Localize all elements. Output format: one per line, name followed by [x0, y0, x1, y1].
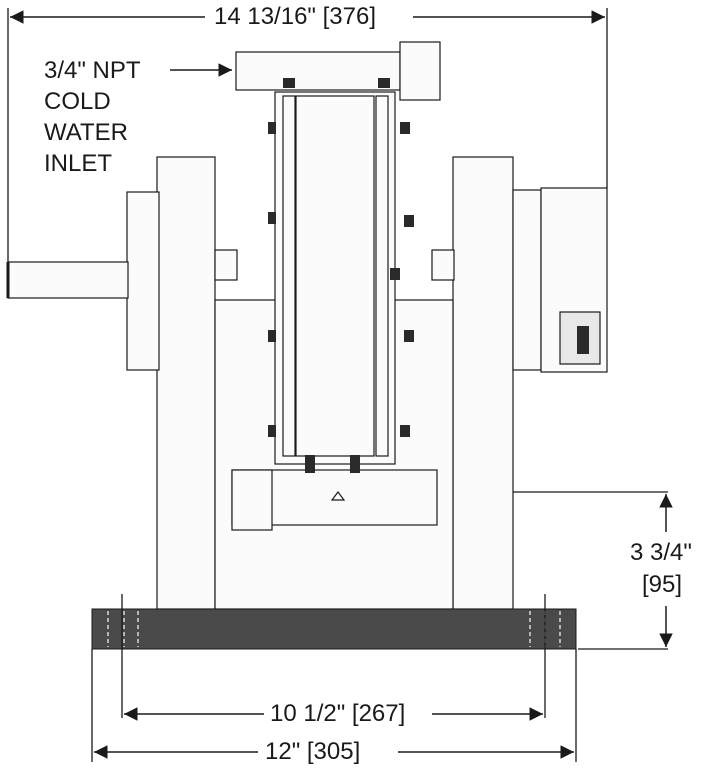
inlet-callout-line-3: WATER [44, 119, 128, 146]
inlet-callout-line-4: INLET [44, 150, 113, 177]
base-height-label-line-2: [95] [642, 570, 683, 600]
left-bearing-housing [126, 191, 160, 371]
right-pedestal [452, 156, 514, 610]
inlet-callout: 3/4" NPT COLD WATER INLET [44, 55, 141, 179]
inlet-pipe [235, 51, 401, 91]
left-pedestal [156, 156, 216, 610]
overall-width-label: 14 13/16" [376] [214, 2, 376, 32]
pump-core [295, 95, 375, 457]
right-bearing-housing [512, 189, 542, 371]
right-coupling [431, 249, 455, 281]
base-height-label-line-1: 3 3/4" [630, 538, 692, 568]
base-width-label: 12" [305] [265, 737, 361, 767]
mount-spacing-label: 10 1/2" [267] [270, 699, 406, 729]
base-plate [91, 608, 577, 650]
inlet-cap [399, 41, 441, 101]
inlet-callout-line-2: COLD [44, 88, 111, 115]
left-shaft [7, 261, 129, 299]
left-coupling [214, 249, 238, 281]
inlet-callout-line-1: 3/4" NPT [44, 57, 141, 84]
